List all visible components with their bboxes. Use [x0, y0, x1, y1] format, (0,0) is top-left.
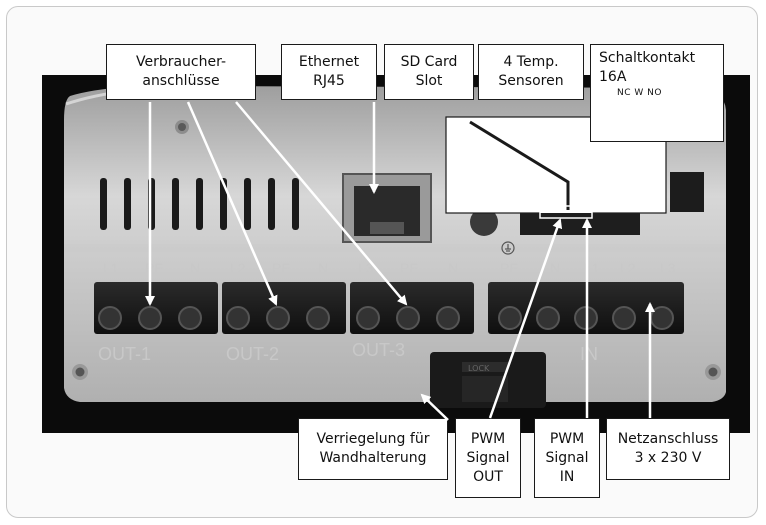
- connector-out3: [350, 282, 474, 334]
- group-name-in: IN: [580, 344, 598, 364]
- callout-line: 4 Temp.: [503, 54, 559, 70]
- callout-line: PWM: [470, 430, 506, 447]
- pin-label: N: [550, 260, 560, 276]
- connector-out2: [222, 282, 346, 334]
- callout-verbraucheranschluesse: Verbraucher- anschlüsse: [106, 44, 256, 100]
- callout-line: Ethernet: [298, 54, 360, 70]
- callout-line: Verriegelung für: [316, 431, 430, 447]
- callout-line: PWM: [549, 430, 585, 447]
- callout-line: Sensoren: [498, 73, 564, 89]
- callout-line: IN: [559, 468, 575, 485]
- cooling-slots: [100, 178, 299, 230]
- callout-line: Verbraucher-: [135, 54, 227, 70]
- callout-verriegelung: Verriegelung für Wandhalterung: [298, 418, 448, 480]
- group-name-out3: OUT-3: [352, 340, 405, 360]
- callout-line: Signal: [466, 449, 510, 466]
- callout-pwm-out: PWM Signal OUT: [455, 418, 521, 498]
- connector-out1: [94, 282, 218, 334]
- callout-pwm-in: PWM Signal IN: [534, 418, 600, 498]
- pin-label: L2: [620, 260, 636, 276]
- pin-label: N: [190, 260, 200, 276]
- lock-label: LOCK: [468, 364, 490, 373]
- callout-line: Slot: [415, 73, 443, 89]
- callout-ethernet: Ethernet RJ45: [281, 44, 377, 100]
- group-name-out1: OUT-1: [98, 344, 151, 364]
- connector-in: [488, 282, 684, 334]
- callout-line: OUT: [473, 468, 503, 485]
- screw-right: [705, 364, 721, 380]
- switch-contact-connector: [670, 172, 704, 212]
- pin-label: L1: [584, 260, 600, 276]
- pin-label: L3: [358, 260, 374, 276]
- pin-label: PE: [145, 260, 164, 276]
- callout-line: SD Card: [400, 54, 458, 70]
- callout-sd-card: SD Card Slot: [384, 44, 474, 100]
- callout-line: Signal: [545, 449, 589, 466]
- callout-line: 3 x 230 V: [634, 450, 702, 466]
- pin-label: PE: [400, 260, 419, 276]
- callout-line: 16A: [599, 69, 627, 85]
- pin-label: L3: [660, 260, 676, 276]
- pin-label: N: [448, 260, 458, 276]
- pin-label: L1: [103, 260, 119, 276]
- screw-left: [72, 364, 88, 380]
- pin-label: PE: [500, 260, 519, 276]
- callout-line: anschlüsse: [142, 73, 220, 89]
- wall-mount-lock: LOCK: [430, 352, 546, 408]
- pin-label: PE: [272, 260, 291, 276]
- pin-label: N: [318, 260, 328, 276]
- callout-schaltkontakt: Schaltkontakt 16A NC W NO: [590, 44, 724, 142]
- callout-netzanschluss: Netzanschluss 3 x 230 V: [606, 418, 730, 480]
- screw-top: [175, 120, 189, 134]
- group-name-out2: OUT-2: [226, 344, 279, 364]
- callout-line: Netzanschluss: [617, 431, 719, 447]
- callout-line: Schaltkontakt: [599, 50, 696, 66]
- callout-temp-sensors: 4 Temp. Sensoren: [478, 44, 584, 100]
- ethernet-port: [342, 173, 432, 243]
- callout-line: RJ45: [313, 73, 345, 89]
- callout-terminal-labels: NC W NO: [617, 88, 662, 98]
- callout-line: Wandhalterung: [319, 450, 427, 466]
- pin-label: L2: [230, 260, 246, 276]
- temp-sensor-connector: [520, 213, 640, 235]
